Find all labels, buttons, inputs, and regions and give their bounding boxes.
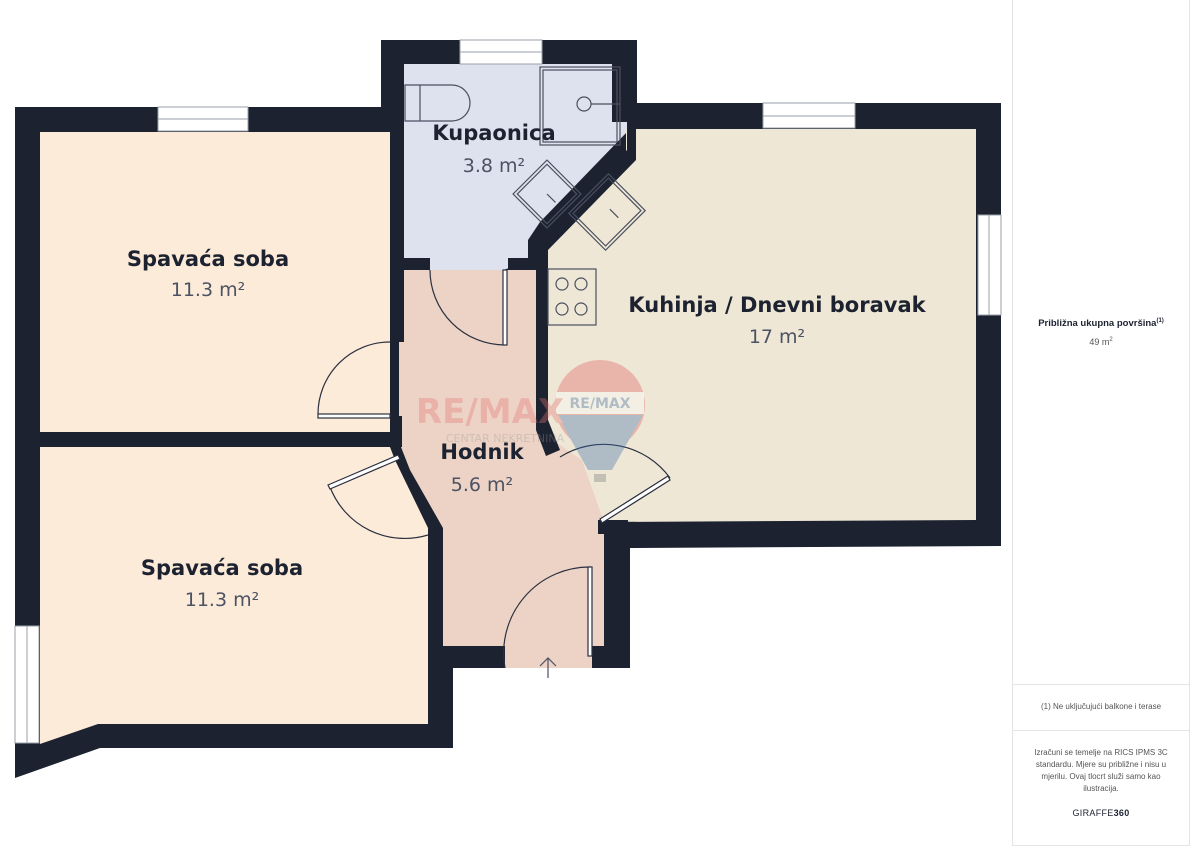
watermark-brand: RE/MAX [416, 392, 564, 432]
footnote-marker: (1) [1156, 318, 1164, 324]
room-bedroom-1 [40, 132, 390, 432]
windows [14, 39, 1002, 744]
room-bedroom-2 [40, 447, 428, 744]
total-area-unit-sup: 2 [1109, 337, 1113, 344]
info-sidebar: Približna ukupna površina(1) 49 m2 (1) N… [1012, 0, 1190, 846]
total-area-label: Približna ukupna površina(1) [1013, 318, 1189, 329]
stove-icon [547, 268, 597, 326]
watermark-tagline: CENTAR NEKRETNINA [446, 432, 565, 445]
total-area-section: Približna ukupna površina(1) 49 m2 [1013, 318, 1189, 347]
room-name-bathroom: Kupaonica [432, 121, 555, 145]
door-kitchen[interactable] [559, 443, 671, 524]
room-name-bedroom-2: Spavaća soba [141, 556, 303, 580]
room-area-hallway: 5.6 m² [451, 474, 513, 496]
room-area-bedroom-1: 11.3 m² [171, 279, 245, 301]
disclaimer-text: Izračuni se temelje na RICS IPMS 3C stan… [1034, 748, 1168, 793]
room-kitchen-living [545, 129, 976, 522]
fixtures [404, 66, 647, 326]
room-name-bedroom-1: Spavaća soba [127, 247, 289, 271]
arrow-up-icon [539, 657, 557, 678]
sink-icon [512, 159, 582, 229]
giraffe360-logo: GIRAFFE360 [1013, 808, 1189, 818]
room-fills [40, 64, 976, 744]
brand-suffix: 360 [1113, 808, 1130, 818]
balloon-icon [555, 360, 645, 450]
door-bedroom-2[interactable] [327, 454, 429, 540]
footnote-text: (1) Ne uključujući balkone i terase [1040, 702, 1162, 711]
doors [317, 269, 671, 669]
room-name-hallway: Hodnik [440, 440, 524, 464]
divider [1013, 730, 1189, 731]
total-area-value-text: 49 m [1089, 337, 1110, 348]
door-bedroom-1[interactable] [317, 341, 391, 419]
door-bathroom[interactable] [429, 269, 508, 346]
room-area-bathroom: 3.8 m² [463, 155, 525, 177]
floor-plan: RE/MAX RE/MAX CENTAR NEKRETNINA Spavaća … [14, 39, 1002, 778]
room-area-bedroom-2: 11.3 m² [185, 589, 259, 611]
shower-icon [539, 66, 621, 146]
toilet-icon [404, 84, 471, 122]
room-bathroom [404, 64, 627, 270]
room-hallway [399, 270, 604, 668]
total-area-label-text: Približna ukupna površina [1038, 318, 1157, 330]
remax-watermark: RE/MAX RE/MAX CENTAR NEKRETNINA [416, 360, 645, 482]
interior-walls [40, 129, 636, 724]
room-name-kitchen-living: Kuhinja / Dnevni boravak [628, 293, 926, 317]
divider [1013, 684, 1189, 685]
watermark-balloon-text: RE/MAX [569, 396, 630, 412]
door-entrance[interactable] [503, 566, 593, 669]
total-area-value: 49 m2 [1013, 337, 1189, 347]
kitchen-sink-icon [567, 172, 647, 252]
room-area-kitchen-living: 17 m² [749, 326, 805, 348]
brand-prefix: GIRAFFE [1072, 808, 1114, 818]
room-labels: Spavaća soba 11.3 m² Spavaća soba 11.3 m… [127, 121, 927, 611]
